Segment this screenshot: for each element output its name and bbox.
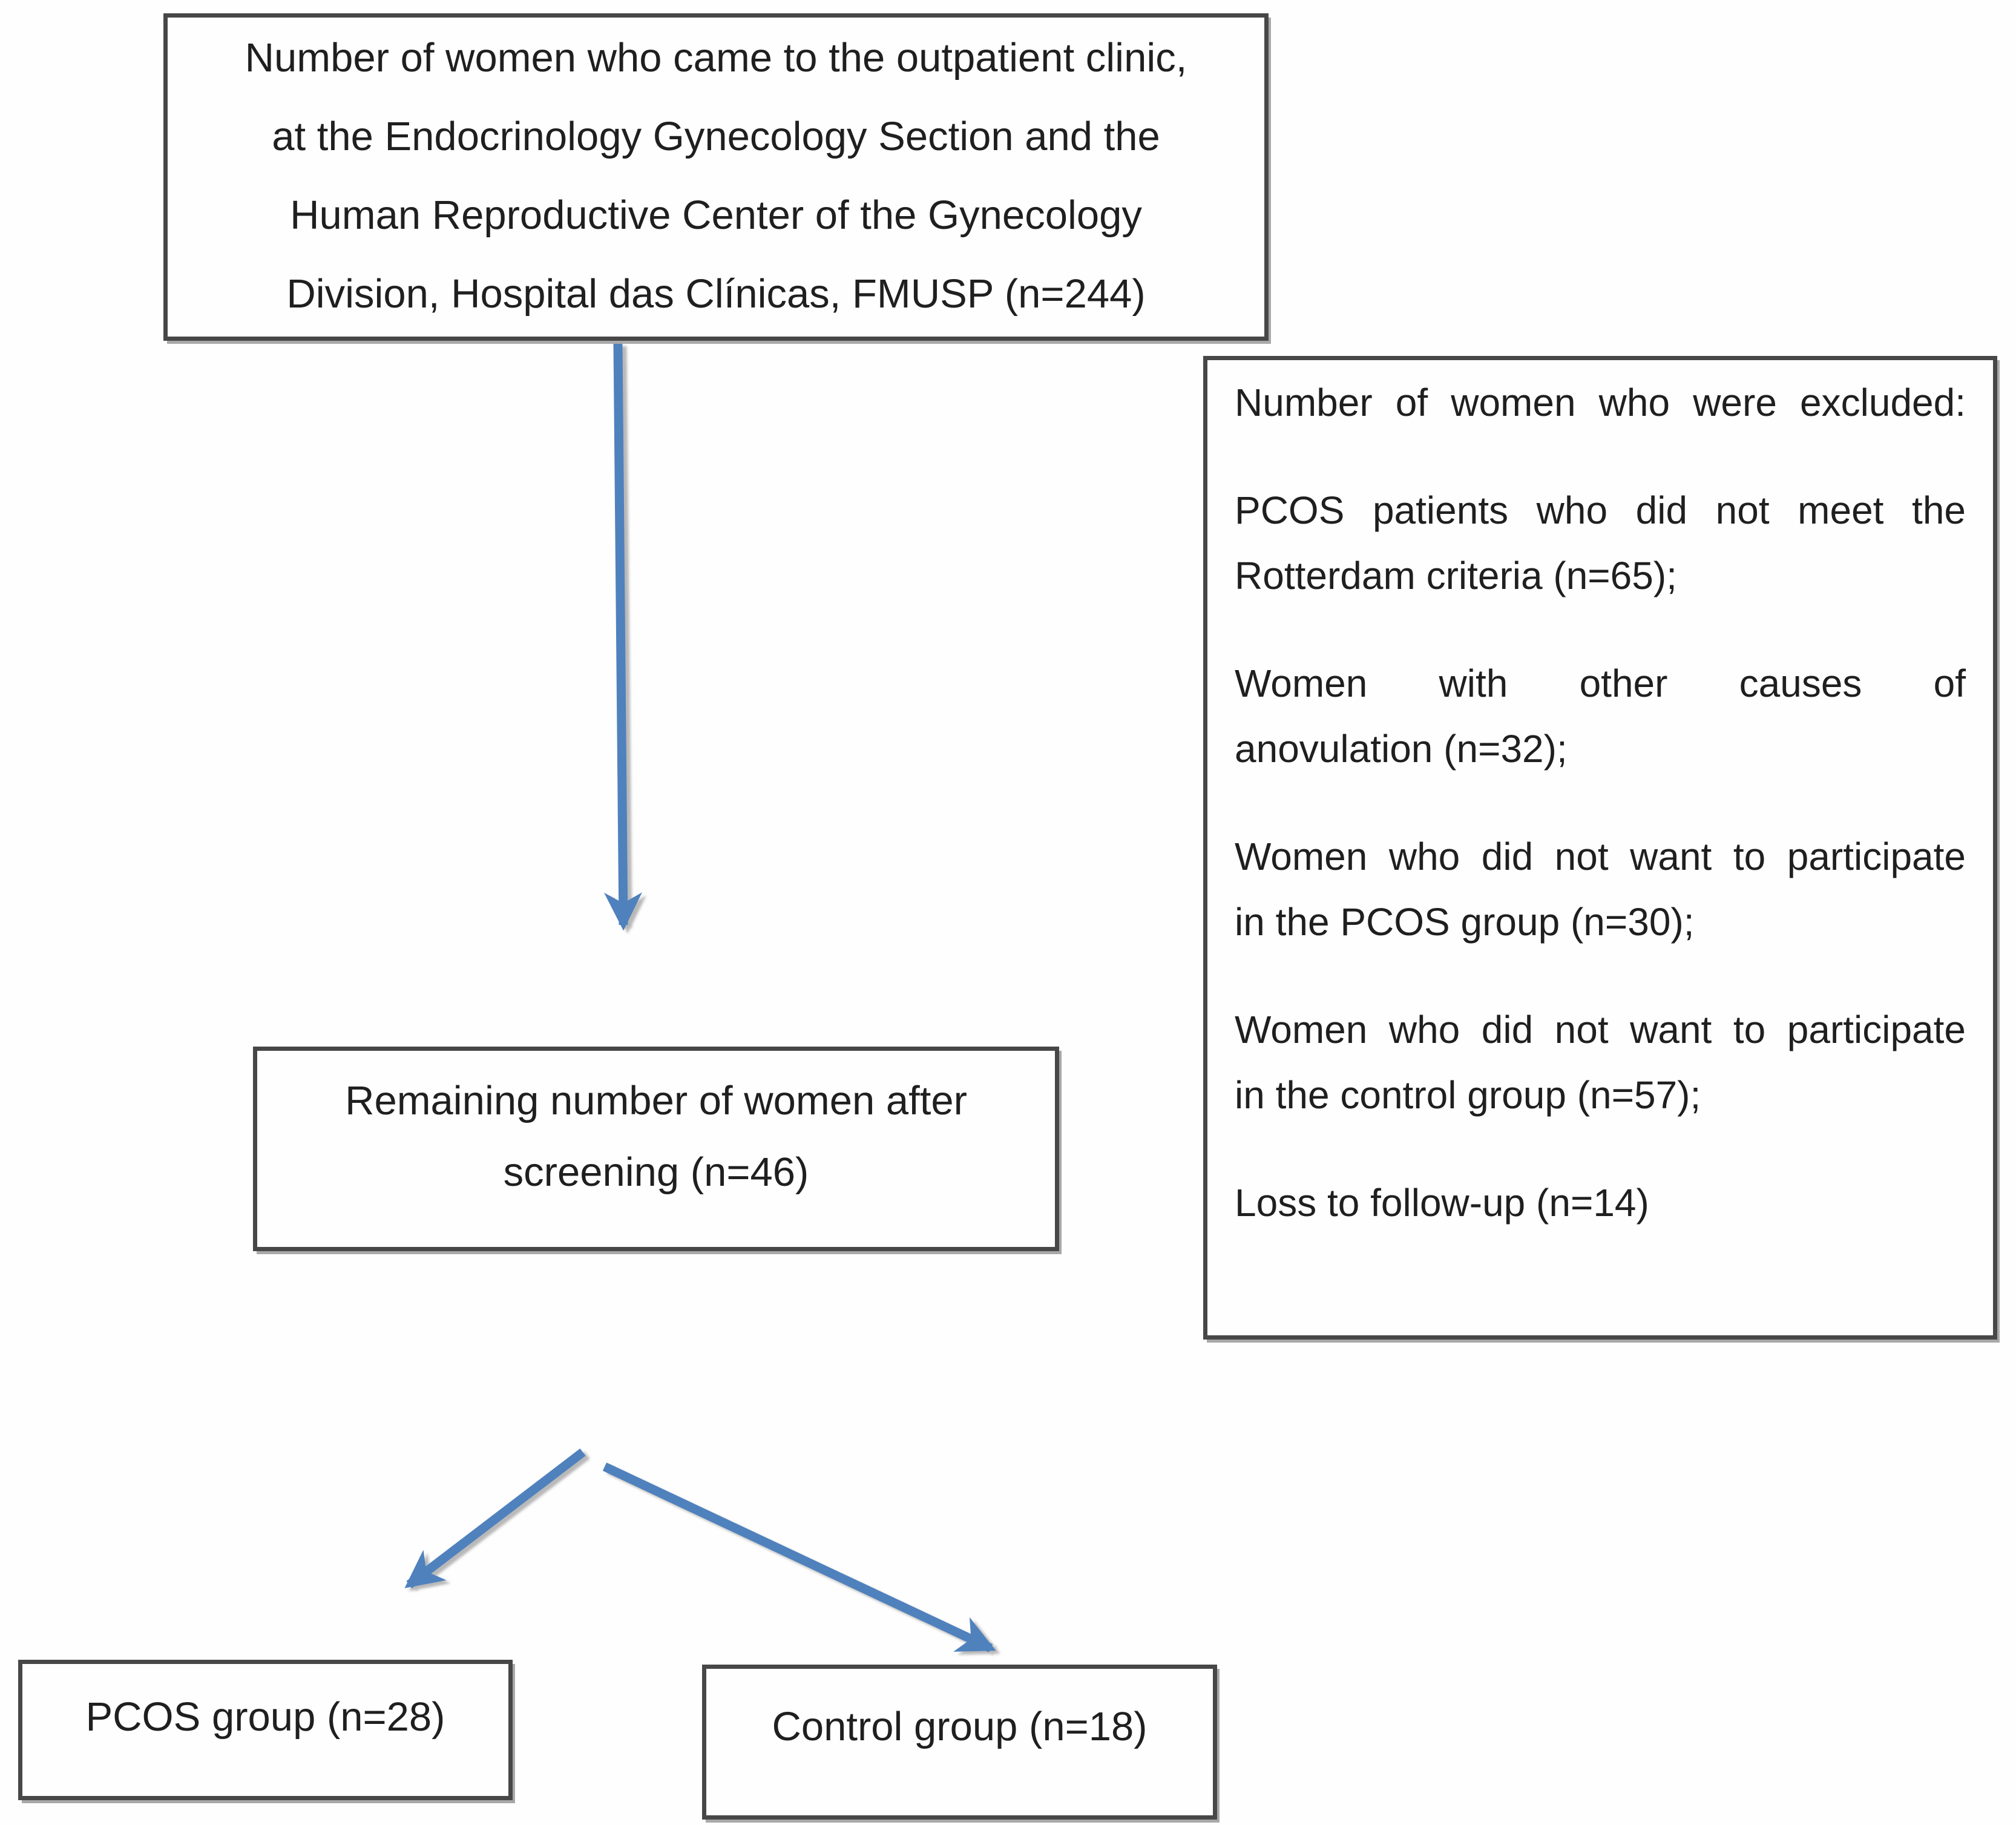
excluded-title: Number of women who were excluded: xyxy=(1235,381,1966,424)
recruitment-box-line: Number of women who came to the outpatie… xyxy=(245,35,1187,81)
excluded-item-line: Women who did not want to participate xyxy=(1235,1008,1966,1051)
arrow-recruitment-to-remaining-icon xyxy=(603,343,642,931)
excluded-item-declined-control: Women who did not want to participate in… xyxy=(1235,997,1966,1128)
control-group-box: Control group (n=18) xyxy=(702,1665,1217,1820)
excluded-box: Number of women who were excluded: PCOS … xyxy=(1203,356,1997,1340)
control-group-label: Control group (n=18) xyxy=(772,1704,1148,1749)
arrow-split-to-pcos-group-icon xyxy=(404,1448,586,1588)
excluded-item-anovulation: Women with other causes of anovulation (… xyxy=(1235,651,1966,781)
excluded-item-line: anovulation (n=32); xyxy=(1235,727,1568,771)
excluded-item-line: Rotterdam criteria (n=65); xyxy=(1235,554,1677,597)
remaining-box-line: screening (n=46) xyxy=(503,1149,809,1195)
excluded-item-line: in the control group (n=57); xyxy=(1235,1073,1701,1117)
excluded-title-paragraph: Number of women who were excluded: xyxy=(1235,370,1966,435)
excluded-item-rotterdam: PCOS patients who did not meet the Rotte… xyxy=(1235,478,1966,608)
recruitment-box-line: Division, Hospital das Clínicas, FMUSP (… xyxy=(286,271,1146,317)
remaining-box-line: Remaining number of women after xyxy=(345,1078,967,1123)
recruitment-box: Number of women who came to the outpatie… xyxy=(163,13,1269,341)
arrow-split-to-control-group-icon xyxy=(602,1462,996,1652)
pcos-group-box: PCOS group (n=28) xyxy=(18,1660,513,1800)
recruitment-box-line: Human Reproductive Center of the Gynecol… xyxy=(290,192,1142,238)
excluded-item-follow-up: Loss to follow-up (n=14) xyxy=(1235,1170,1966,1235)
excluded-item-line: Loss to follow-up (n=14) xyxy=(1235,1181,1649,1225)
remaining-box: Remaining number of women after screenin… xyxy=(253,1047,1059,1251)
excluded-item-line: Women with other causes of xyxy=(1235,662,1966,705)
recruitment-box-line: at the Endocrinology Gynecology Section … xyxy=(272,114,1160,159)
excluded-item-line: Women who did not want to participate xyxy=(1235,835,1966,878)
excluded-item-line: in the PCOS group (n=30); xyxy=(1235,900,1695,944)
pcos-group-label: PCOS group (n=28) xyxy=(85,1694,445,1740)
excluded-item-line: PCOS patients who did not meet the xyxy=(1235,488,1966,532)
excluded-item-declined-pcos: Women who did not want to participate in… xyxy=(1235,824,1966,955)
